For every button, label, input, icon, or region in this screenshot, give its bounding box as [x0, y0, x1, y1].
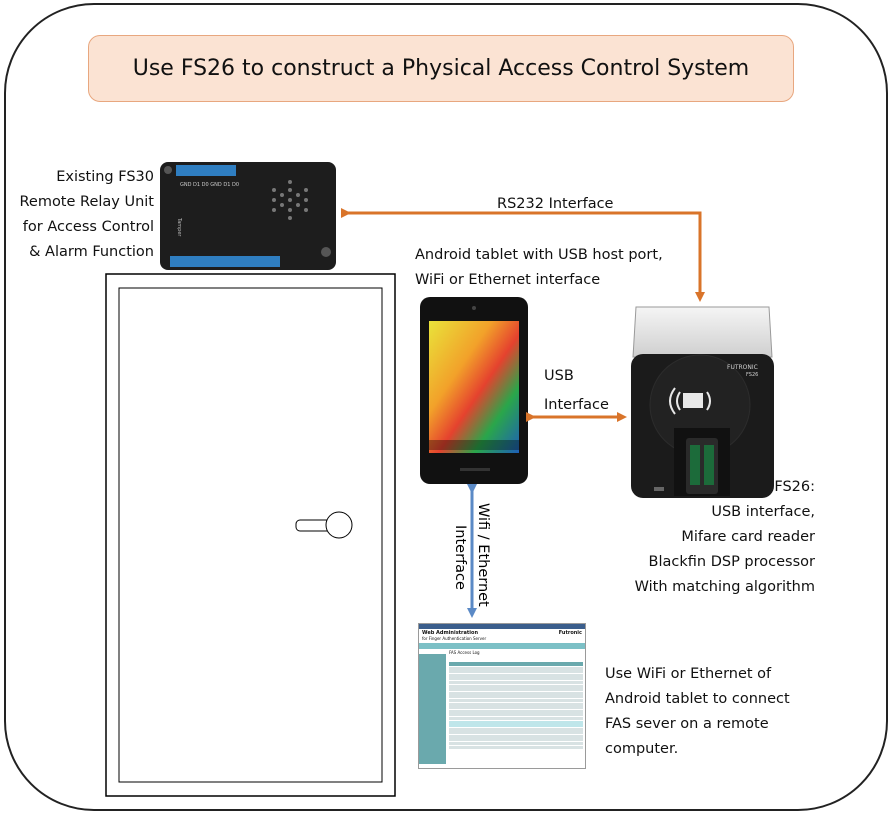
door-handle	[295, 511, 353, 539]
server-line: FAS sever on a remote	[605, 716, 769, 732]
fs26-reader	[631, 306, 774, 498]
table-row	[449, 673, 583, 677]
fs30-line: for Access Control	[22, 219, 154, 235]
web-sidebar	[419, 654, 446, 764]
table-row	[449, 745, 583, 749]
usb-line: Interface	[544, 397, 609, 413]
web-log-table	[449, 662, 583, 749]
fs30-line: Remote Relay Unit	[19, 194, 154, 210]
table-row	[449, 709, 583, 713]
fs26-brand-label: FUTRONIC	[727, 364, 758, 371]
table-row	[449, 688, 583, 692]
table-row	[449, 734, 583, 738]
tablet-description: Android tablet with USB host port, WiFi …	[415, 243, 663, 293]
fas-web-admin-screenshot: Web Administration for Finger Authentica…	[418, 623, 586, 769]
table-row	[449, 684, 583, 688]
web-nav-bar	[419, 643, 585, 649]
fs26-description: FS26: USB interface, Mifare card reader …	[600, 475, 815, 600]
table-row	[449, 720, 583, 724]
fs30-line: Existing FS30	[56, 169, 154, 185]
fs26-line: FS26:	[774, 479, 815, 495]
table-header-row	[449, 662, 583, 666]
web-header: Web Administration for Finger Authentica…	[419, 629, 585, 643]
browser-title-bar	[419, 624, 585, 629]
rs232-label: RS232 Interface	[497, 196, 614, 212]
web-title: Web Administration	[422, 630, 478, 636]
table-row	[449, 738, 583, 742]
server-line: Android tablet to connect	[605, 691, 790, 707]
outer-frame	[4, 3, 888, 811]
tablet-line: Android tablet with USB host port,	[415, 247, 663, 263]
fs26-line: USB interface,	[711, 504, 815, 520]
fs30-relay-unit	[160, 162, 336, 270]
fs30-line: & Alarm Function	[29, 244, 154, 260]
table-row	[449, 724, 583, 728]
wifi-label: Wifi / Ethernet	[475, 503, 491, 607]
web-section-title: FAS Access Log	[449, 650, 480, 655]
table-row	[449, 695, 583, 699]
table-row	[449, 666, 583, 670]
table-row	[449, 698, 583, 702]
server-line: Use WiFi or Ethernet of	[605, 666, 772, 682]
usb-label: USB Interface	[544, 362, 609, 420]
server-line: computer.	[605, 741, 679, 757]
table-row	[449, 727, 583, 731]
page-title: Use FS26 to construct a Physical Access …	[88, 35, 794, 102]
table-row	[449, 716, 583, 720]
web-brand: Futronic	[558, 630, 582, 636]
table-row	[449, 677, 583, 681]
table-row	[449, 680, 583, 684]
fs30-description: Existing FS30 Remote Relay Unit for Acce…	[14, 165, 154, 265]
table-row	[449, 702, 583, 706]
usb-line: USB	[544, 368, 574, 384]
relay-tamper-label: Tamper	[176, 217, 182, 237]
table-row	[449, 670, 583, 674]
server-description: Use WiFi or Ethernet of Android tablet t…	[605, 662, 790, 762]
table-row	[449, 731, 583, 735]
wifi-interface-label: Interface	[452, 525, 468, 590]
rs232-connector	[341, 208, 705, 302]
fs26-line: Mifare card reader	[681, 529, 815, 545]
web-subtitle: for Finger Authentication Server	[422, 636, 487, 641]
fs26-model-label: FS26	[746, 372, 758, 378]
table-row	[449, 691, 583, 695]
table-row	[449, 713, 583, 717]
table-row	[449, 742, 583, 746]
table-row	[449, 706, 583, 710]
fs26-line: Blackfin DSP processor	[648, 554, 815, 570]
relay-terminals-top: GND D1 D0 GND D1 D0	[180, 182, 239, 188]
tablet-line: WiFi or Ethernet interface	[415, 272, 601, 288]
android-tablet	[420, 297, 528, 484]
door	[105, 273, 396, 797]
fs26-line: With matching algorithm	[634, 579, 815, 595]
